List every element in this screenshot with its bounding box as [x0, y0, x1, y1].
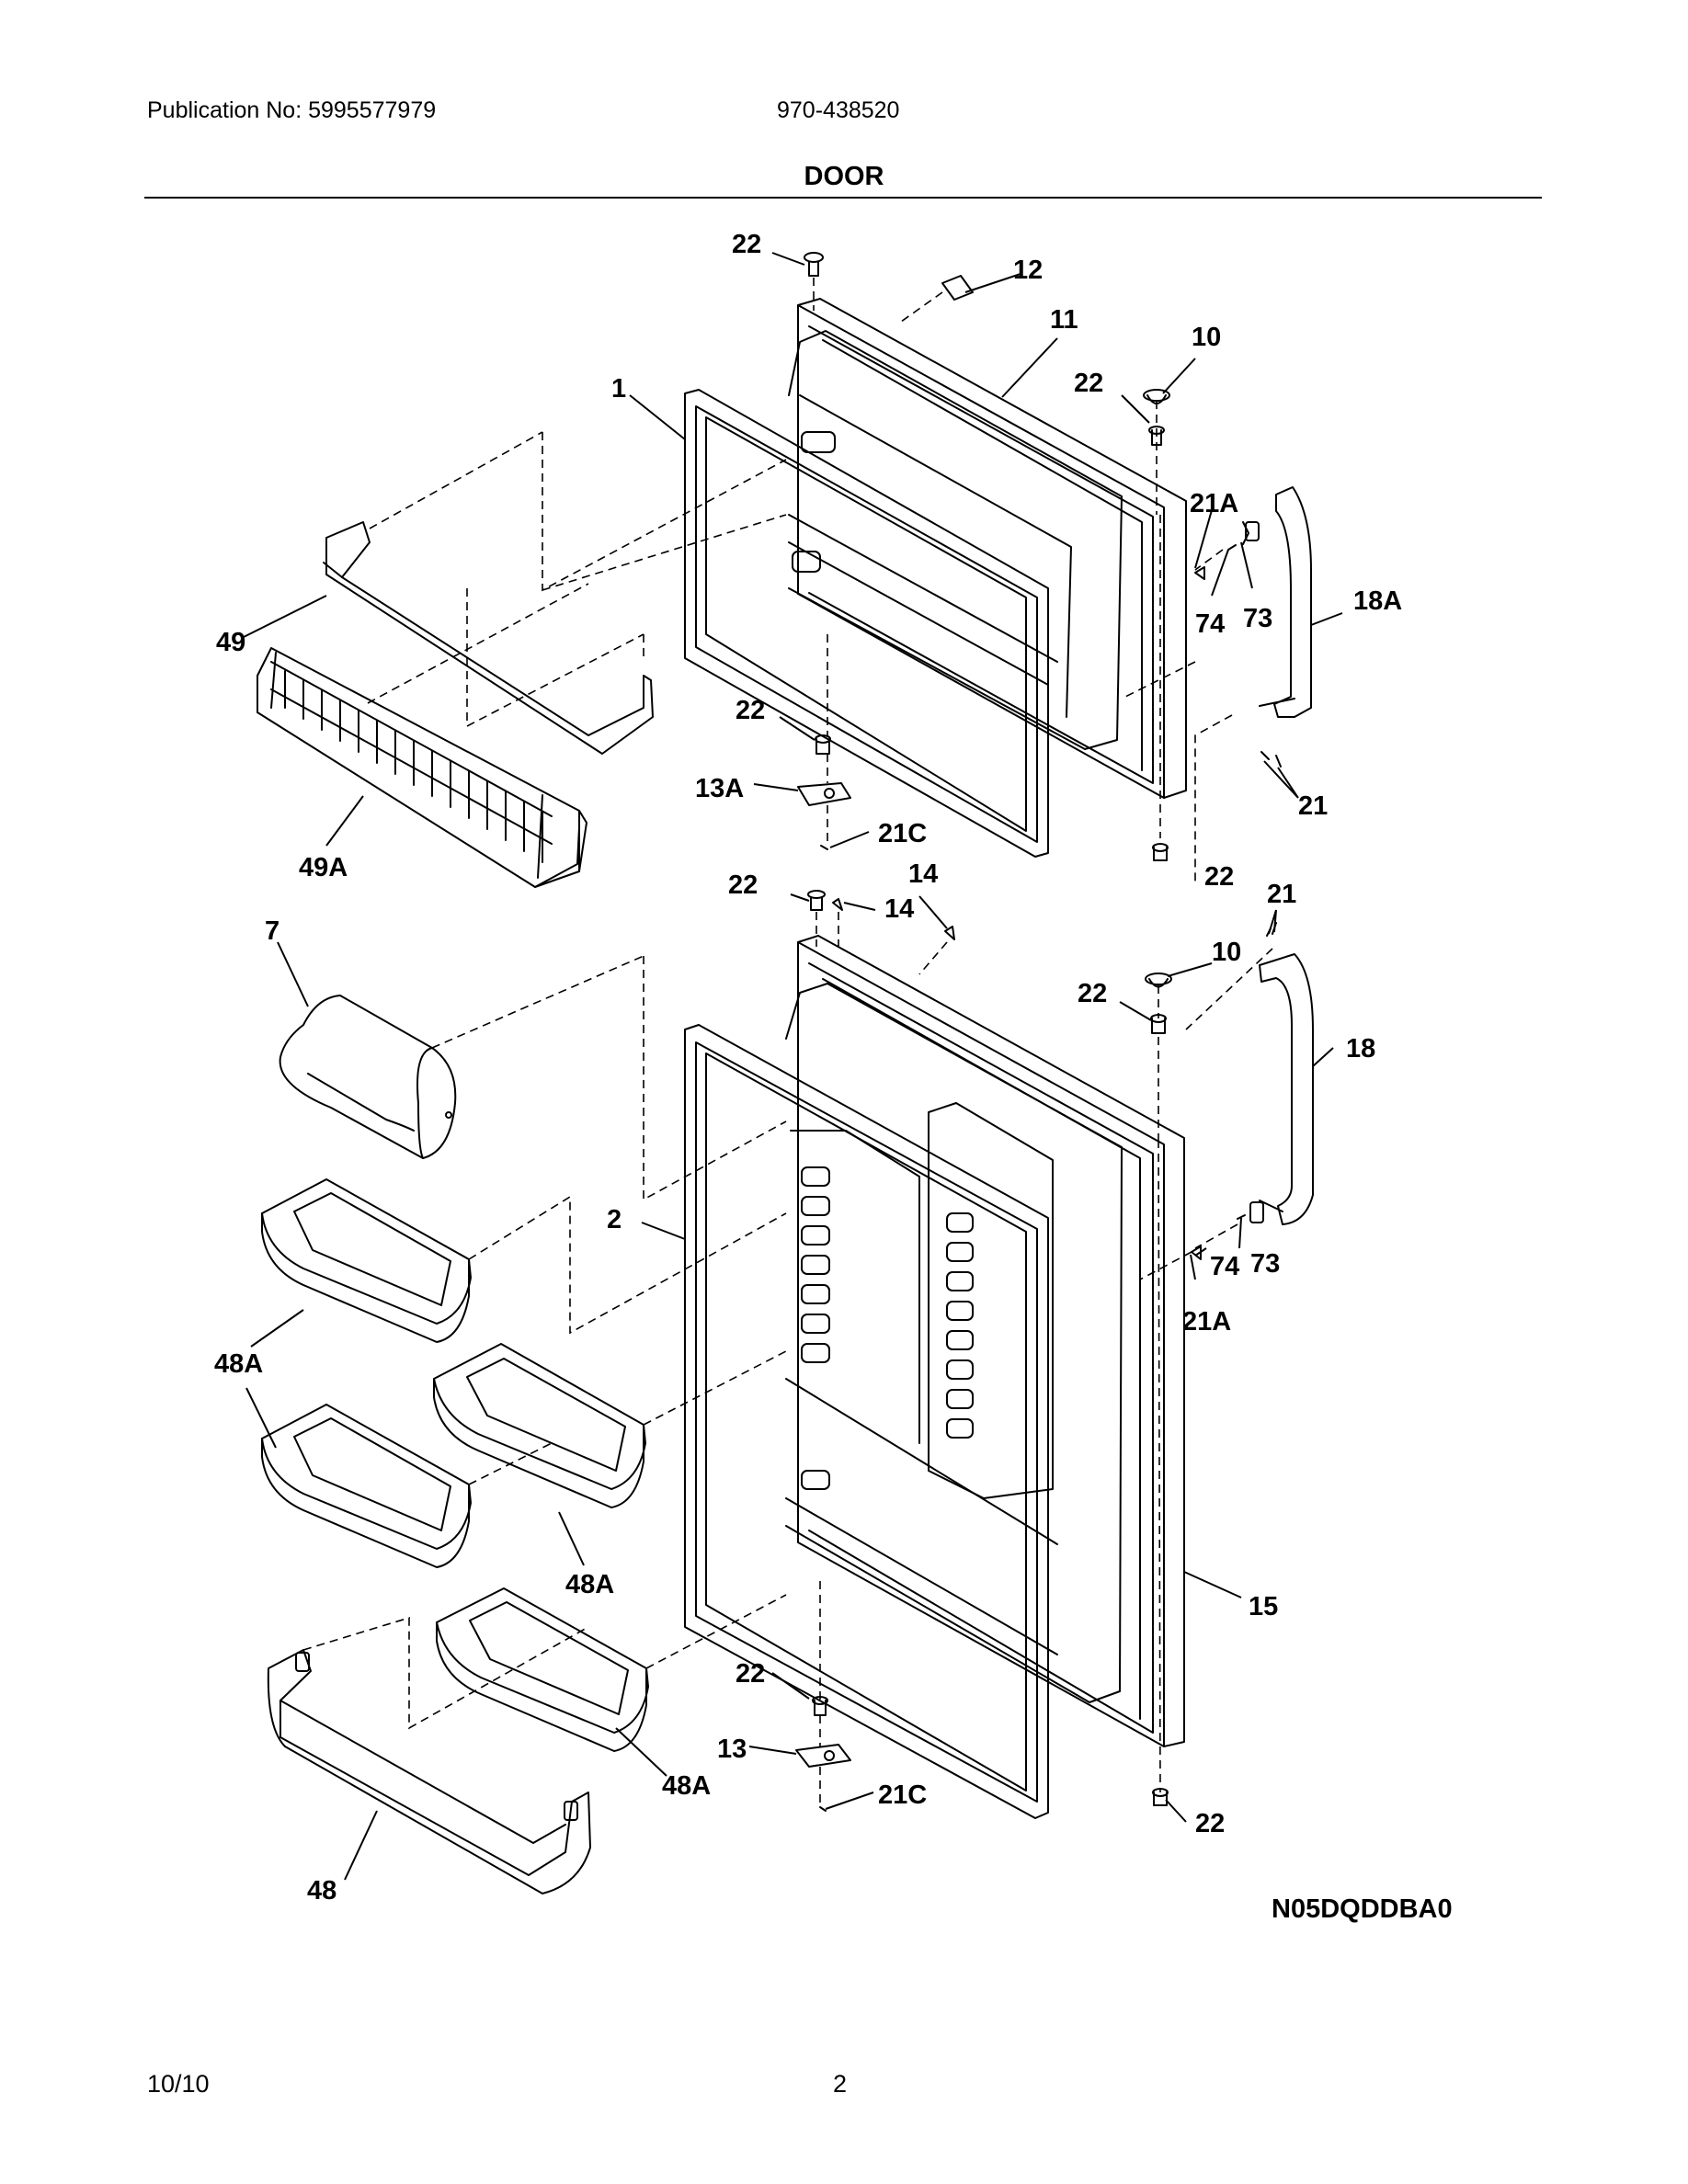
- page-title: DOOR: [804, 162, 884, 191]
- callout-22: 22: [1078, 979, 1107, 1008]
- callout-11: 11: [1050, 305, 1078, 335]
- callout-21C: 21C: [878, 819, 927, 848]
- callout-22: 22: [732, 230, 761, 259]
- door-bin-upper-left: [261, 1178, 472, 1343]
- callout-48: 48: [307, 1876, 336, 1905]
- callout-1: 1: [611, 374, 626, 404]
- dairy-compartment: [279, 995, 457, 1159]
- freezer-handle: [1242, 486, 1312, 718]
- door-bin-middle-left: [261, 1404, 472, 1568]
- callout-7: 7: [265, 916, 279, 946]
- freezer-top-screw: [804, 252, 824, 277]
- callout-49A: 49A: [299, 853, 348, 882]
- callout-21A: 21A: [1190, 489, 1238, 518]
- header-rule: [144, 197, 1542, 199]
- callout-10: 10: [1212, 938, 1241, 967]
- callout-21C: 21C: [878, 1780, 927, 1810]
- callout-22: 22: [1195, 1809, 1225, 1838]
- callout-21A: 21A: [1182, 1307, 1231, 1337]
- callout-21: 21: [1298, 791, 1328, 821]
- fresh-food-door-panel: [785, 935, 1185, 1747]
- freezer-door-panel: [788, 298, 1187, 799]
- door-shelf-pegs: [801, 1166, 974, 1490]
- callout-2: 2: [607, 1205, 622, 1234]
- lower-hinge: [795, 1696, 1169, 1812]
- callout-22: 22: [728, 870, 758, 900]
- callout-21: 21: [1267, 880, 1296, 909]
- callout-49: 49: [216, 628, 245, 657]
- callout-13A: 13A: [695, 774, 744, 803]
- callout-18: 18: [1346, 1034, 1375, 1064]
- freezer-gasket: [684, 389, 1049, 858]
- callout-48A: 48A: [565, 1570, 614, 1599]
- footer-page-number: 2: [833, 2070, 848, 2098]
- upper-hinge: [797, 734, 851, 806]
- freezer-hardware: [820, 544, 1282, 861]
- callout-74: 74: [1210, 1252, 1239, 1281]
- footer-date: 10/10: [147, 2070, 210, 2098]
- callout-15: 15: [1249, 1592, 1278, 1621]
- callout-48A: 48A: [214, 1349, 263, 1379]
- callout-48A: 48A: [662, 1771, 711, 1801]
- callout-22: 22: [1204, 862, 1234, 892]
- door-bin-middle-right: [433, 1343, 646, 1508]
- diagram-code: N05DQDDBA0: [1272, 1894, 1453, 1924]
- fresh-food-top-screws: [807, 890, 955, 940]
- callout-22: 22: [1074, 369, 1103, 398]
- door-bin-bottom: [267, 1649, 591, 1894]
- freezer-shelf-bar: [323, 521, 654, 755]
- callout-14: 14: [884, 894, 914, 924]
- callout-12: 12: [1013, 256, 1043, 285]
- callout-74: 74: [1195, 609, 1225, 639]
- label-plate: [941, 275, 974, 301]
- callout-73: 73: [1243, 604, 1272, 633]
- publication-number: Publication No: 5995577979: [147, 97, 437, 123]
- callout-14: 14: [908, 859, 938, 889]
- door-bin-lower-right: [436, 1587, 649, 1752]
- callout-73: 73: [1250, 1249, 1280, 1279]
- freezer-wire-basket: [257, 647, 587, 888]
- callout-22: 22: [736, 1659, 765, 1689]
- fresh-food-handle: [1191, 922, 1314, 1260]
- callout-10: 10: [1192, 323, 1221, 352]
- callout-13: 13: [717, 1735, 747, 1764]
- callout-18A: 18A: [1353, 586, 1402, 616]
- model-number: 970-438520: [777, 97, 900, 123]
- callout-22: 22: [736, 696, 765, 725]
- fresh-food-gasket: [684, 1024, 1049, 1819]
